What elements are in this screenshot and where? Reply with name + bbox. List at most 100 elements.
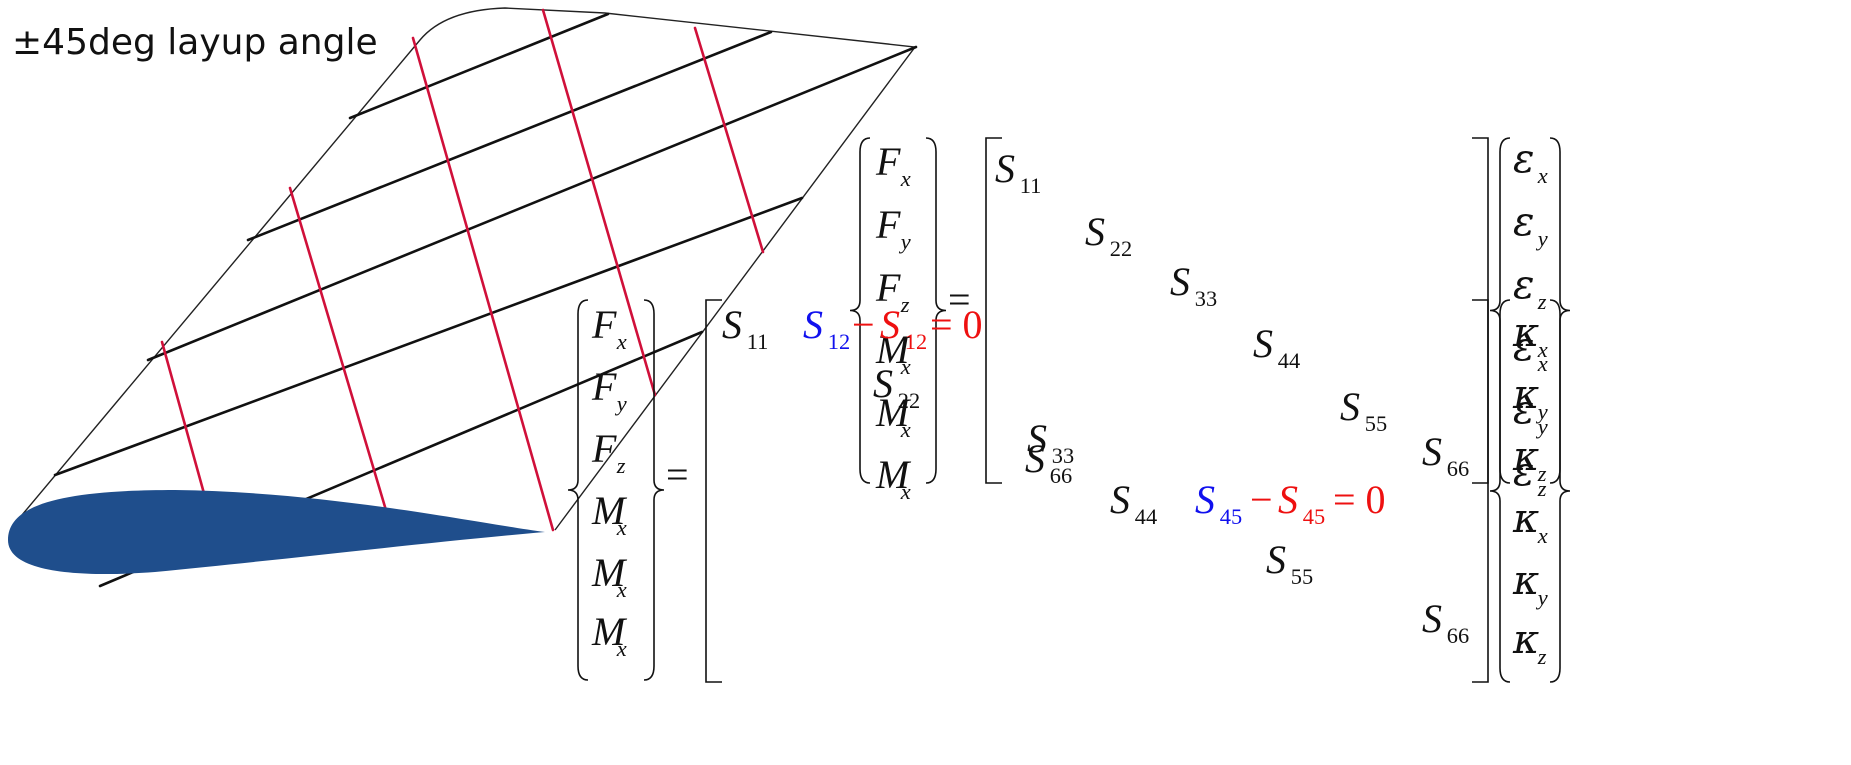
front-s44-term-symbol: S <box>1110 477 1130 522</box>
front-lhs-term-1-symbol: F <box>591 302 617 347</box>
back-diag-term-6-subscript: 66 <box>1050 463 1072 488</box>
back-lhs-right-brace <box>925 137 947 484</box>
front-lhs-term-6: Mx <box>591 609 628 661</box>
front-rhs-term-2-symbol: κ <box>1512 372 1539 418</box>
back-lhs-term-4-symbol: M <box>875 327 912 372</box>
front-equals-sign: = <box>666 452 689 497</box>
front-s45-minus-symbol-group-subscript: 45 <box>1303 504 1325 529</box>
back-lhs-term-5-subscript: x <box>900 417 911 442</box>
front-rhs-term-4: κx <box>1512 496 1548 548</box>
fiber-red-5 <box>693 26 765 254</box>
front-lhs-term-6-symbol: M <box>591 609 628 654</box>
front-lhs-term-6-subscript: x <box>616 636 627 661</box>
front-s22-term-subscript: 22 <box>898 388 920 413</box>
fiber-red-2 <box>288 186 390 519</box>
front-rhs-term-6: κz <box>1512 617 1547 669</box>
back-diag-term-6-symbol: S <box>1025 436 1045 481</box>
back-lhs-term-1-subscript: x <box>900 166 911 191</box>
back-diag-term-4-subscript: 44 <box>1278 348 1300 373</box>
front-s45-term-symbol: S <box>1195 477 1215 522</box>
front-s11-term-subscript: 11 <box>747 329 769 354</box>
back-diag-term-1-subscript: 11 <box>1020 173 1042 198</box>
front-s11-term-symbol: S <box>722 302 742 347</box>
fiber-red-4 <box>541 8 657 397</box>
back-equals-sign: = <box>948 277 971 322</box>
fiber-black-4 <box>53 196 804 477</box>
back-lhs-term-6-symbol: M <box>875 452 912 497</box>
fiber-red-3 <box>411 36 555 532</box>
fiber-red-1 <box>160 340 207 499</box>
front-s66-upper-term-symbol: S <box>1422 429 1442 474</box>
front-lhs-term-1-subscript: x <box>616 329 627 354</box>
front-s12-minus-symbol-group-symbol: S <box>880 302 900 347</box>
back-diag-term-4-symbol: S <box>1253 321 1273 366</box>
back-rhs-term-4-symbol: ε <box>1513 324 1534 370</box>
back-lhs-term-4: Mx <box>875 327 912 379</box>
front-lhs-term-5: Mx <box>591 550 628 602</box>
front-s33-term-subscript: 33 <box>1052 443 1074 468</box>
back-lhs-left-brace <box>849 137 871 484</box>
front-s66-upper-term-subscript: 66 <box>1447 456 1469 481</box>
front-lhs-right-brace <box>643 299 665 681</box>
front-s12-term-subscript: 12 <box>828 329 850 354</box>
front-lhs-term-3-symbol: F <box>591 426 617 471</box>
front-rhs-term-6-subscript: z <box>1537 644 1547 669</box>
front-rhs-term-1-symbol: κ <box>1512 310 1539 356</box>
fiber-lines-red <box>160 8 765 532</box>
front-s45-zero: = 0 <box>1333 477 1386 522</box>
back-diag-term-3-symbol: S <box>1170 259 1190 304</box>
front-rhs-term-5-symbol: κ <box>1512 558 1539 604</box>
front-s22-term-symbol: S <box>873 361 893 406</box>
back-rhs-term-6-symbol: ε <box>1513 449 1534 495</box>
front-matrix-right-bracket <box>1472 299 1489 683</box>
front-rhs-term-4-symbol: κ <box>1512 496 1539 542</box>
front-s12-zero: = 0 <box>930 302 983 347</box>
front-lhs-term-5-symbol: M <box>591 550 628 595</box>
front-rhs-term-5-subscript: y <box>1536 585 1548 610</box>
front-rhs-left-brace <box>1489 299 1511 683</box>
back-rhs-term-5-subscript: y <box>1536 414 1548 439</box>
wing-outline <box>21 7 917 531</box>
back-diag-term-3-subscript: 33 <box>1195 286 1217 311</box>
front-rhs-term-5: κy <box>1512 558 1548 610</box>
back-lhs-term-6-subscript: x <box>900 479 911 504</box>
fiber-black-1 <box>348 12 610 120</box>
front-s44-term-subscript: 44 <box>1135 504 1157 529</box>
front-rhs-term-2-subscript: y <box>1536 399 1548 424</box>
fiber-black-2 <box>246 30 773 242</box>
front-rhs-term-6-symbol: κ <box>1512 617 1539 663</box>
back-lhs-term-2-subscript: y <box>899 229 911 254</box>
back-diag-term-5-subscript: 55 <box>1365 411 1387 436</box>
airfoil-section <box>8 490 545 575</box>
back-rhs-term-2-subscript: y <box>1536 226 1548 251</box>
back-matrix-left-bracket <box>985 137 1002 484</box>
front-s45-minus-symbol-group-symbol: S <box>1278 477 1298 522</box>
back-lhs-term-6: Mx <box>875 452 912 504</box>
back-lhs-term-3-symbol: F <box>875 265 901 310</box>
front-s12-minus-symbol-group-subscript: 12 <box>905 329 927 354</box>
back-rhs-term-1-subscript: x <box>1537 163 1548 188</box>
back-lhs-term-3-subscript: z <box>900 292 910 317</box>
back-lhs-term-5-symbol: M <box>875 390 912 435</box>
